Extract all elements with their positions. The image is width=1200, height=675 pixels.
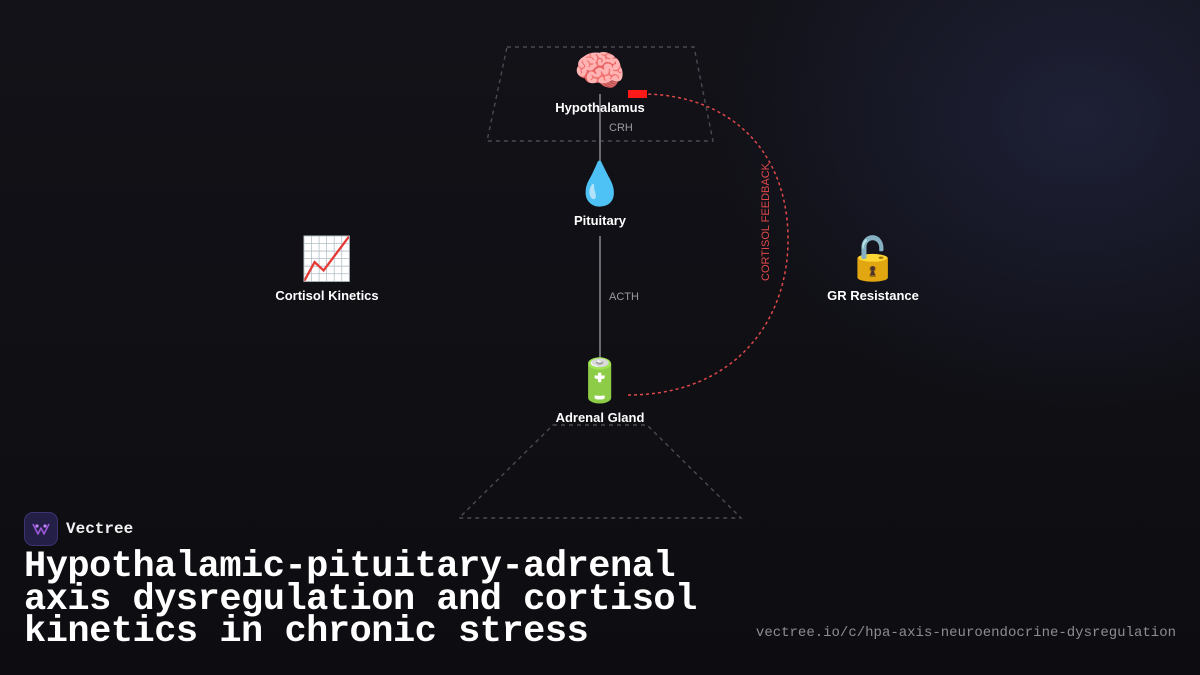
- node-hypothalamus: 🧠 Hypothalamus: [500, 46, 700, 115]
- cortisol-feedback-label: CORTISOL FEEDBACK: [760, 163, 772, 281]
- vectree-logo-icon: [24, 512, 58, 546]
- cortisol-kinetics-label: Cortisol Kinetics: [275, 288, 379, 303]
- brand: Vectree: [24, 512, 133, 546]
- source-url[interactable]: vectree.io/c/hpa-axis-neuroendocrine-dys…: [755, 625, 1176, 641]
- hypothalamus-frame: [486, 46, 714, 142]
- node-cortisol-kinetics: 📈 Cortisol Kinetics: [227, 234, 427, 303]
- pituitary-label: Pituitary: [573, 213, 626, 228]
- battery-icon: 🔋: [573, 356, 627, 405]
- adrenal-gland-label: Adrenal Gland: [555, 410, 645, 425]
- node-gr-resistance: 🔓 GR Resistance: [773, 234, 973, 303]
- inhibition-marker: [628, 90, 647, 98]
- page-title: Hypothalamic-pituitary-adrenal axis dysr…: [24, 546, 697, 653]
- droplet-icon: 💧: [573, 159, 627, 208]
- brain-icon: 🧠: [573, 46, 627, 95]
- node-pituitary: 💧 Pituitary: [500, 159, 700, 228]
- unlocked-padlock-icon: 🔓: [846, 234, 900, 283]
- hypothalamus-label: Hypothalamus: [555, 100, 645, 115]
- adrenal-frame: [457, 424, 743, 519]
- crh-label: CRH: [609, 122, 633, 134]
- acth-label: ACTH: [609, 291, 639, 303]
- node-adrenal-gland: 🔋 Adrenal Gland: [500, 356, 700, 425]
- cortisol-feedback-arc: [627, 93, 789, 396]
- gr-resistance-label: GR Resistance: [827, 288, 919, 303]
- chart-increasing-icon: 📈: [300, 234, 354, 283]
- brand-name: Vectree: [66, 520, 134, 538]
